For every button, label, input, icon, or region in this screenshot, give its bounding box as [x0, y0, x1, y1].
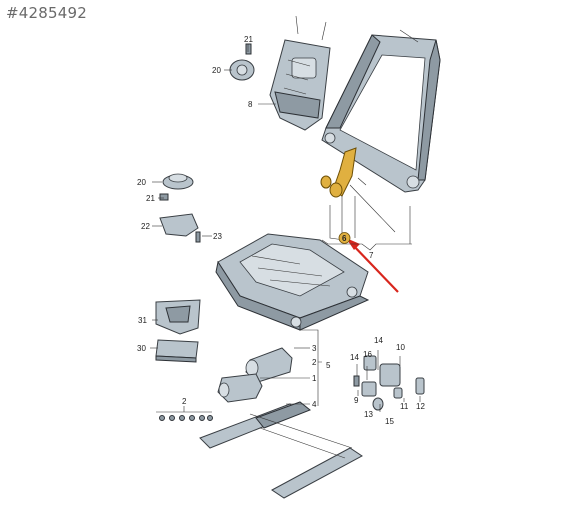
callout-4: 4	[312, 400, 317, 409]
lumbar-support	[269, 15, 331, 131]
callout-5: 5	[326, 361, 331, 370]
callout-labels: 21 20 8 7 6 20 21 22 23 31 30 3 2 5 1 4 …	[137, 35, 425, 426]
callout-21: 21	[244, 35, 253, 44]
motor-part-upper	[229, 43, 255, 81]
callout-9: 9	[354, 396, 359, 405]
motor-3	[245, 347, 293, 383]
callout-20-lower: 20	[137, 178, 146, 187]
callout-21-lower: 21	[146, 194, 155, 203]
callout-10: 10	[396, 343, 405, 352]
callout-13: 13	[364, 410, 373, 419]
bracket-31	[155, 299, 201, 335]
callout-7: 7	[369, 251, 374, 260]
callout-6: 6	[342, 234, 347, 243]
callout-15: 15	[385, 417, 394, 426]
seat-cushion-frame	[215, 233, 370, 331]
seat-rail	[199, 401, 363, 499]
reference-number: #4285492	[6, 4, 87, 22]
callout-2-screws: 2	[182, 397, 187, 406]
adjuster-parts-left	[159, 173, 201, 243]
motor-1	[217, 373, 263, 403]
callout-16: 16	[363, 350, 372, 359]
callout-14: 14	[350, 353, 359, 362]
highlighted-part-6	[320, 147, 396, 233]
connector-cluster	[353, 355, 425, 411]
callout-2: 2	[312, 358, 317, 367]
callout-12: 12	[416, 402, 425, 411]
callout-31: 31	[138, 316, 147, 325]
callout-8: 8	[248, 100, 253, 109]
callout-22: 22	[141, 222, 150, 231]
callout-23: 23	[213, 232, 222, 241]
seat-back-frame	[321, 29, 441, 193]
callout-20: 20	[212, 66, 221, 75]
control-unit-30	[155, 339, 199, 363]
callout-3: 3	[312, 344, 317, 353]
callout-1: 1	[312, 374, 317, 383]
callout-14-top: 14	[374, 336, 383, 345]
callout-6-highlight	[338, 232, 351, 244]
callout-11: 11	[400, 402, 409, 411]
leader-lines	[150, 44, 421, 413]
callout-30: 30	[137, 344, 146, 353]
screw-set-2	[159, 415, 213, 421]
